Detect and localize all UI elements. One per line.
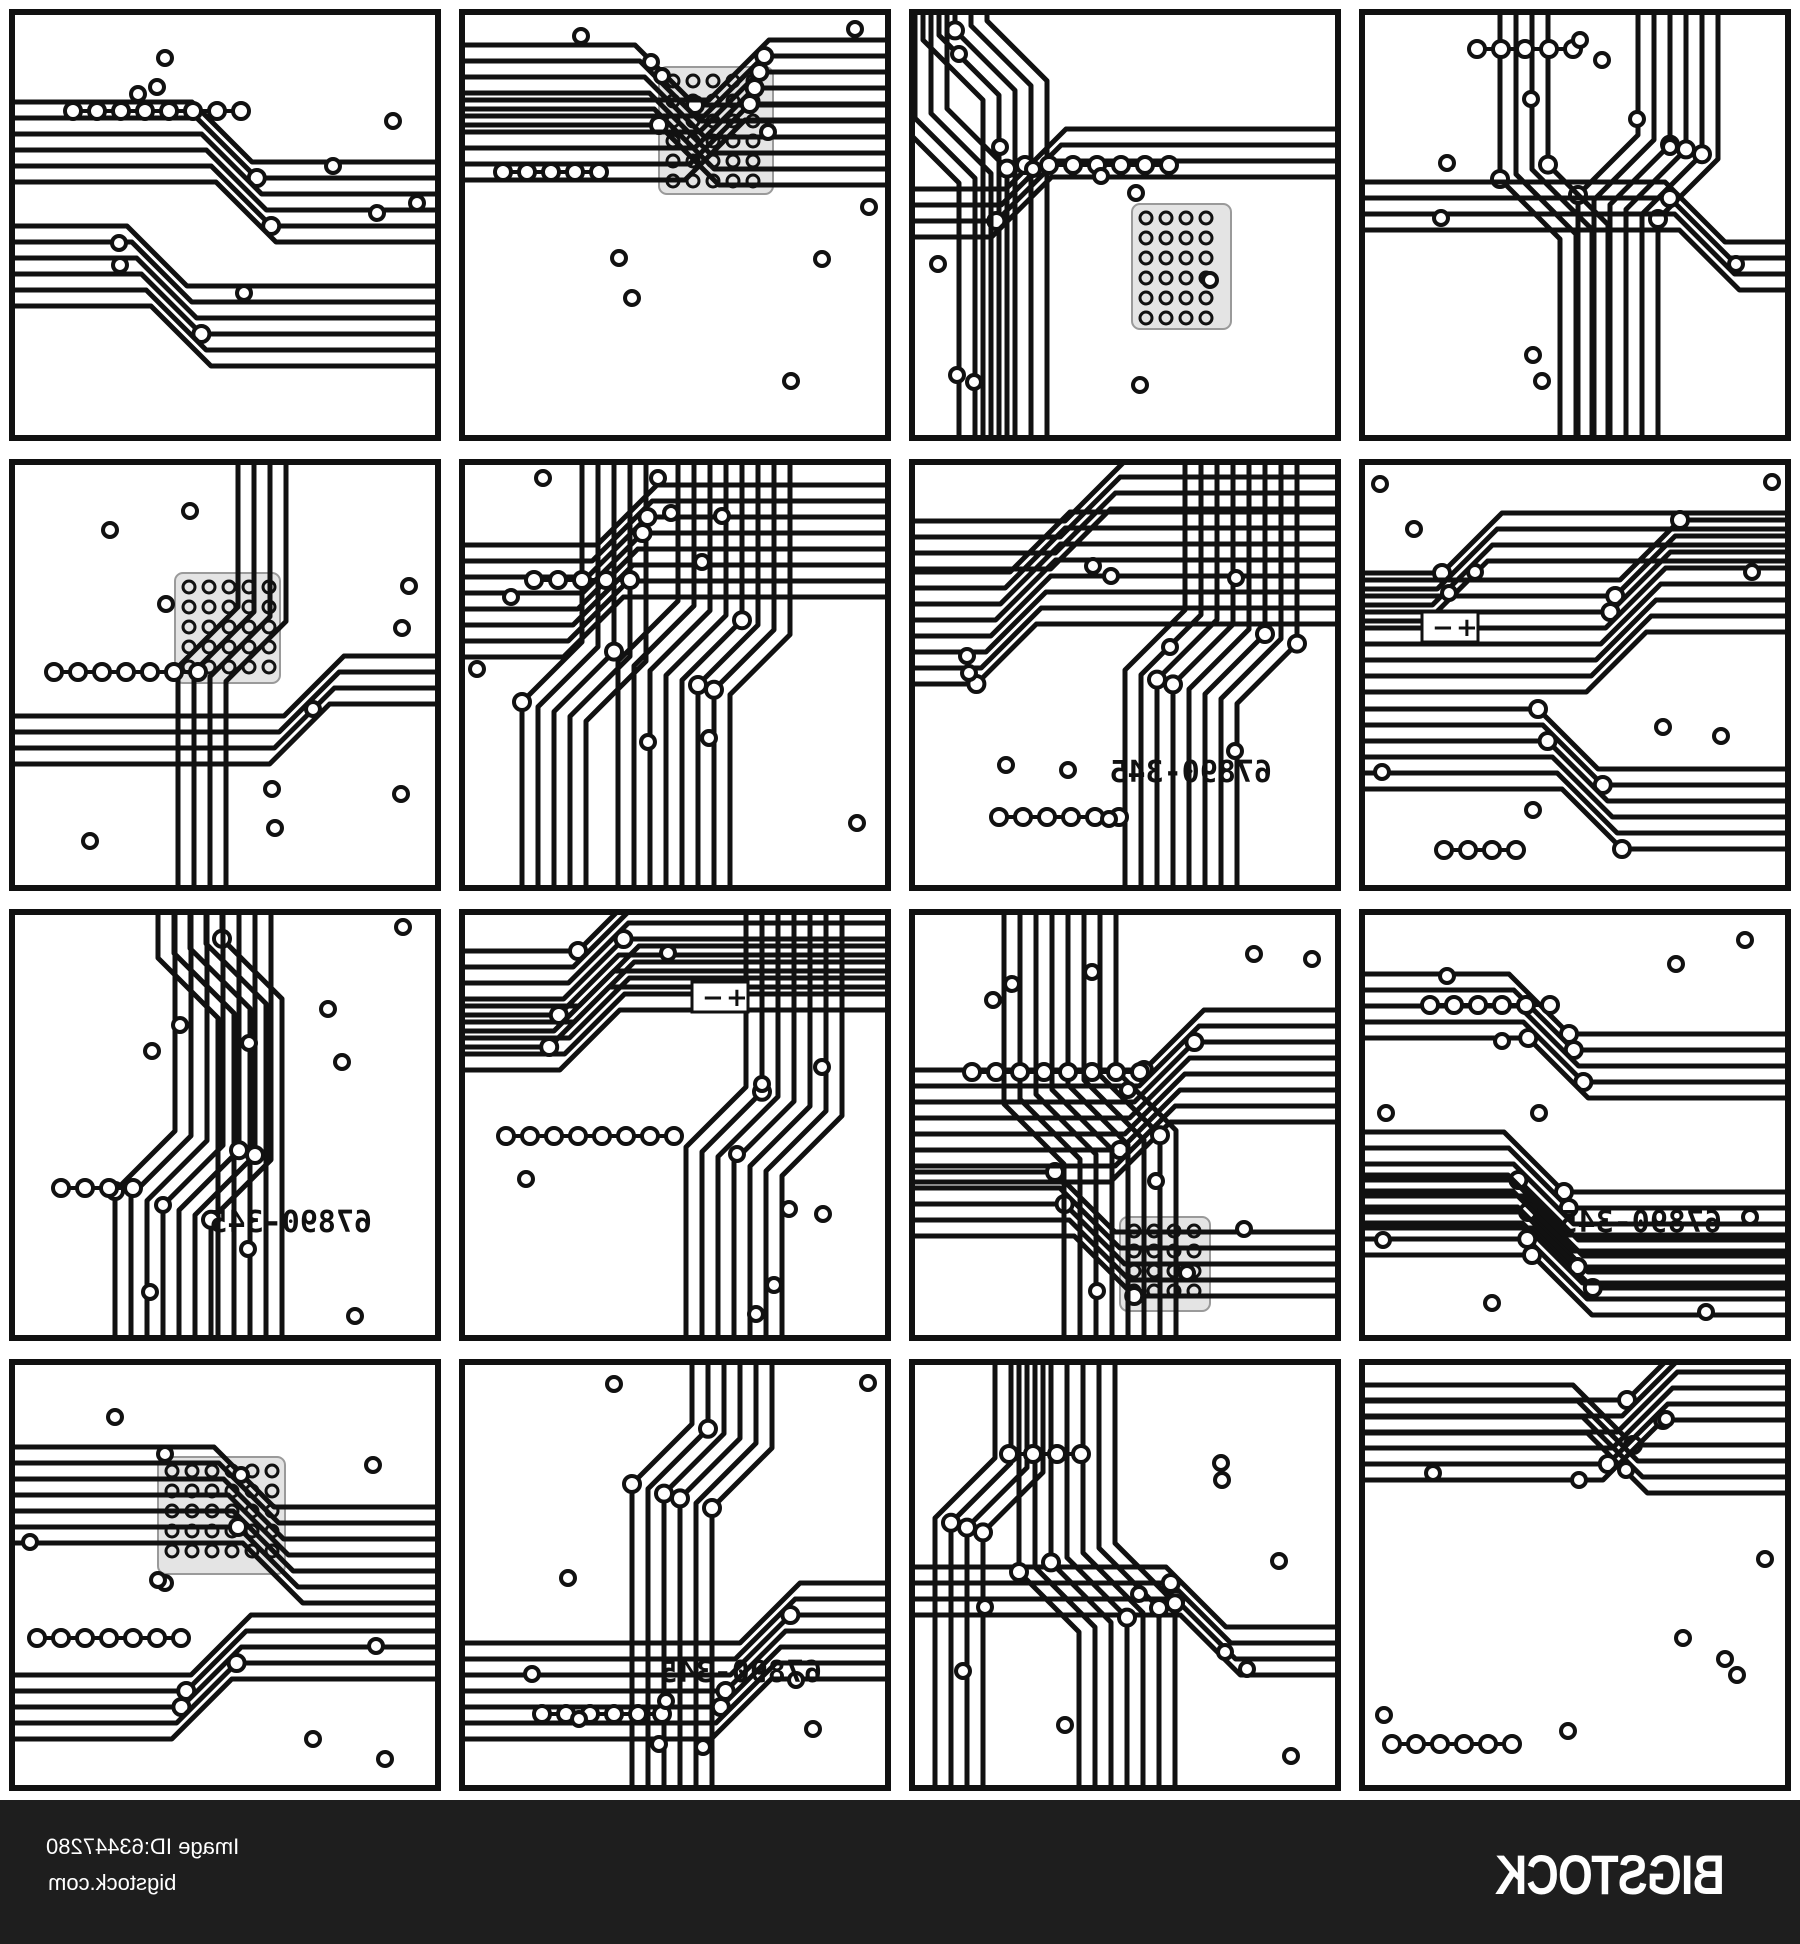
bigstock-logo: BIGSTOCK [1496, 1843, 1726, 1906]
image-id-text: Image ID:63447280 [46, 1834, 240, 1859]
pcb-tile [909, 1359, 1341, 1791]
pcb-tile: 67890-345 [909, 459, 1341, 891]
pcb-part-label: 67890-345 [1109, 755, 1272, 790]
pcb-tile [9, 1359, 441, 1791]
pcb-part-label: 67890-345 [209, 1205, 372, 1240]
polarity-mark: − [1432, 613, 1454, 643]
pcb-tile [459, 9, 891, 441]
pcb-tile [1359, 1359, 1791, 1791]
pcb-tile [9, 9, 441, 441]
site-url-text: bigstock.com [48, 1870, 177, 1895]
polarity-mark: + [726, 983, 748, 1013]
pcb-part-label: 67890-345 [659, 1655, 822, 1690]
pcb-tile [9, 459, 441, 891]
pcb-tile: 67890-345 [1359, 909, 1791, 1341]
pcb-part-label: 67890-345 [1559, 1205, 1722, 1240]
pcb-tile: −+ [459, 909, 891, 1341]
polarity-mark: − [702, 983, 724, 1013]
pcb-tile: −+ [1359, 459, 1791, 891]
stock-footer-bar: Image ID:63447280 bigstock.com BIGSTOCK [0, 1800, 1800, 1944]
pcb-tile [459, 459, 891, 891]
pcb-tile [1359, 9, 1791, 441]
polarity-mark: + [1456, 613, 1478, 643]
pcb-tile [909, 9, 1341, 441]
pcb-tile: 67890-345 [459, 1359, 891, 1791]
pcb-tile: 67890-345 [9, 909, 441, 1341]
pcb-tile [909, 909, 1341, 1341]
